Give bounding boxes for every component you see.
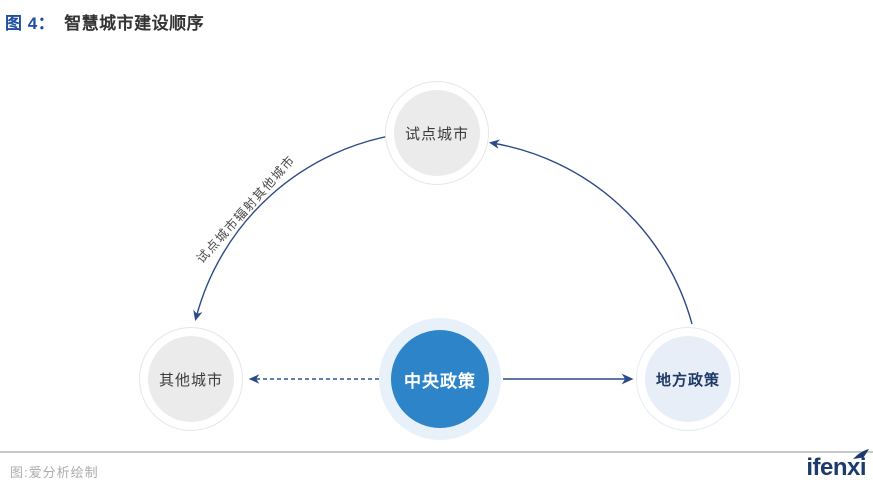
node-central-policy-label: 中央政策 xyxy=(404,371,476,391)
node-pilot-cities: 试点城市 xyxy=(394,90,480,176)
logo-swoosh-icon xyxy=(853,449,869,459)
figure-caption: 图:爱分析绘制 xyxy=(10,465,99,480)
edge-label-radiate: 试点城市辐射其他城市 xyxy=(193,152,298,266)
ifenxi-logo: ifenxi xyxy=(806,449,869,482)
node-central-policy: 中央政策 xyxy=(391,330,489,428)
arc-local-to-pilot xyxy=(488,139,693,325)
arc-pilot-to-other xyxy=(193,133,402,322)
figure-title-text: 智慧城市建设顺序 xyxy=(64,14,205,33)
figure-title-prefix: 图 4： xyxy=(5,14,56,33)
node-other-cities: 其他城市 xyxy=(148,336,234,422)
node-local-policy: 地方政策 xyxy=(645,336,731,422)
node-pilot-cities-label: 试点城市 xyxy=(404,125,469,143)
node-local-policy-label: 地方政策 xyxy=(655,371,720,389)
figure-title: 图 4： 智慧城市建设顺序 xyxy=(5,9,204,34)
node-other-cities-label: 其他城市 xyxy=(158,371,223,389)
footer-divider xyxy=(0,451,873,453)
